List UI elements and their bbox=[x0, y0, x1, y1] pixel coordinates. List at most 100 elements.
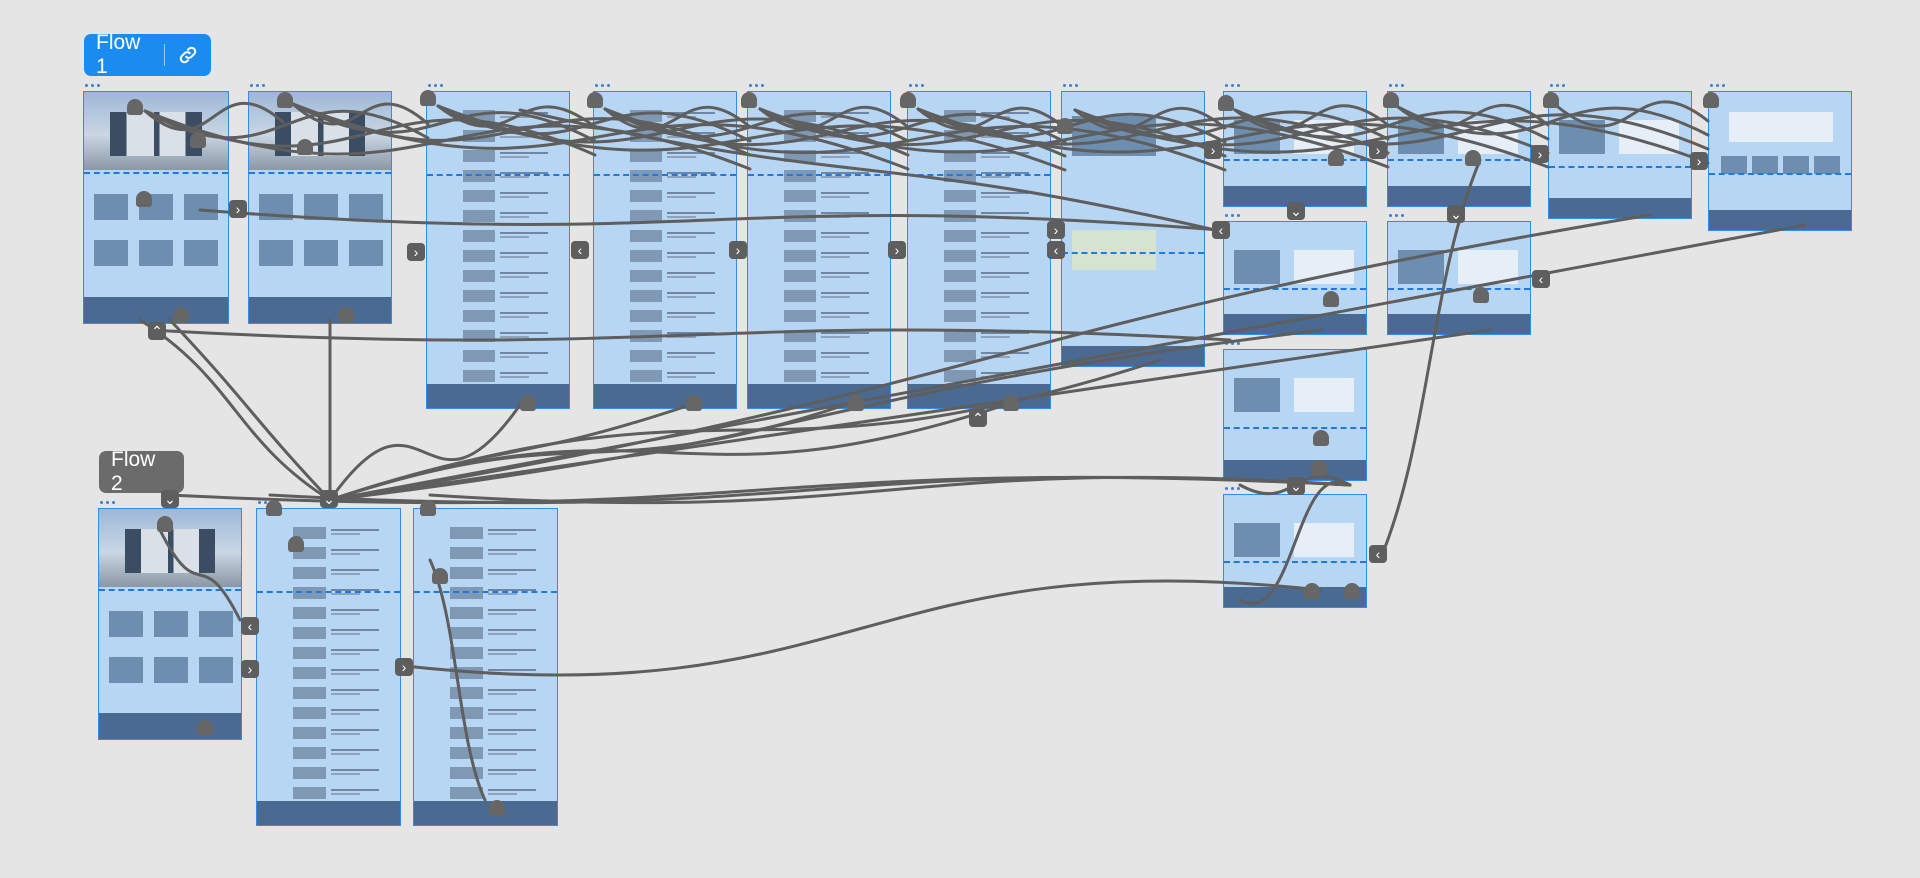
connector-endpoint[interactable] bbox=[277, 92, 293, 108]
connector-handle-icon[interactable]: › bbox=[241, 660, 259, 678]
listing-row[interactable] bbox=[423, 547, 549, 559]
frame-menu-dots[interactable] bbox=[909, 84, 924, 88]
connector-handle-icon[interactable]: ⌄ bbox=[1287, 202, 1305, 220]
listing-row[interactable] bbox=[423, 687, 549, 699]
flow-2-label[interactable]: Flow 2 bbox=[99, 448, 184, 495]
connector-handle-icon[interactable]: › bbox=[1204, 141, 1222, 159]
connector-endpoint[interactable] bbox=[1323, 291, 1339, 307]
property-tile[interactable] bbox=[259, 194, 293, 220]
property-tile[interactable] bbox=[94, 194, 128, 220]
listing-row[interactable] bbox=[266, 707, 392, 719]
listing-row[interactable] bbox=[917, 190, 1042, 202]
connector-endpoint[interactable] bbox=[1543, 92, 1559, 108]
listing-row[interactable] bbox=[603, 310, 728, 322]
listing-row[interactable] bbox=[603, 290, 728, 302]
listing-row[interactable] bbox=[436, 310, 561, 322]
frame-menu-dots[interactable] bbox=[100, 501, 115, 505]
connector-endpoint[interactable] bbox=[489, 800, 505, 816]
listing-row[interactable] bbox=[757, 250, 882, 262]
property-tile[interactable] bbox=[349, 240, 383, 266]
frame-menu-dots[interactable] bbox=[1710, 84, 1725, 88]
connector-endpoint[interactable] bbox=[1218, 95, 1234, 111]
suggestion-tile[interactable] bbox=[1814, 156, 1840, 174]
property-tile[interactable] bbox=[304, 240, 338, 266]
listing-row[interactable] bbox=[757, 270, 882, 282]
listing-row[interactable] bbox=[436, 270, 561, 282]
connector-handle-icon[interactable]: ‹ bbox=[241, 617, 259, 635]
map-panel[interactable] bbox=[1072, 230, 1156, 270]
connector-endpoint[interactable] bbox=[190, 132, 206, 148]
connector-line[interactable] bbox=[268, 475, 1352, 505]
connector-endpoint[interactable] bbox=[136, 191, 152, 207]
connector-handle-icon[interactable]: ‹ bbox=[571, 241, 589, 259]
frame-f1-booking-1[interactable] bbox=[1223, 91, 1367, 207]
listing-row[interactable] bbox=[917, 170, 1042, 182]
listing-row[interactable] bbox=[757, 350, 882, 362]
connector-handle-icon[interactable]: › bbox=[407, 243, 425, 261]
frame-menu-dots[interactable] bbox=[1225, 487, 1240, 491]
listing-row[interactable] bbox=[917, 310, 1042, 322]
frame-f1-confirm[interactable] bbox=[1708, 91, 1852, 231]
connector-handle-icon[interactable]: › bbox=[729, 241, 747, 259]
listing-row[interactable] bbox=[917, 350, 1042, 362]
connector-endpoint[interactable] bbox=[1473, 287, 1489, 303]
connector-endpoint[interactable] bbox=[1328, 150, 1344, 166]
frame-menu-dots[interactable] bbox=[1225, 84, 1240, 88]
listing-row[interactable] bbox=[423, 727, 549, 739]
connector-endpoint[interactable] bbox=[520, 395, 536, 411]
listing-row[interactable] bbox=[423, 647, 549, 659]
listing-row[interactable] bbox=[436, 170, 561, 182]
listing-row[interactable] bbox=[603, 110, 728, 122]
listing-row[interactable] bbox=[603, 210, 728, 222]
listing-row[interactable] bbox=[603, 350, 728, 362]
connector-endpoint[interactable] bbox=[1703, 92, 1719, 108]
connector-handle-icon[interactable]: ⌄ bbox=[320, 490, 338, 508]
property-tile[interactable] bbox=[109, 611, 143, 637]
property-tile[interactable] bbox=[94, 240, 128, 266]
frame-menu-dots[interactable] bbox=[250, 84, 265, 88]
connector-line[interactable] bbox=[168, 318, 332, 502]
listing-row[interactable] bbox=[266, 687, 392, 699]
connector-endpoint[interactable] bbox=[686, 395, 702, 411]
frame-f1-list-3[interactable] bbox=[747, 91, 891, 409]
listing-row[interactable] bbox=[603, 150, 728, 162]
listing-row[interactable] bbox=[603, 190, 728, 202]
frame-menu-dots[interactable] bbox=[1389, 84, 1404, 88]
listing-row[interactable] bbox=[436, 190, 561, 202]
listing-row[interactable] bbox=[423, 707, 549, 719]
frame-f1-list-4[interactable] bbox=[907, 91, 1051, 409]
connector-endpoint[interactable] bbox=[900, 92, 916, 108]
listing-row[interactable] bbox=[603, 130, 728, 142]
booking-calendar[interactable] bbox=[1619, 120, 1679, 154]
listing-row[interactable] bbox=[603, 230, 728, 242]
frame-f2-list-2[interactable] bbox=[413, 508, 558, 826]
frame-f1-booking-4[interactable] bbox=[1223, 221, 1367, 335]
listing-row[interactable] bbox=[266, 527, 392, 539]
listing-row[interactable] bbox=[266, 667, 392, 679]
listing-row[interactable] bbox=[423, 607, 549, 619]
frame-menu-dots[interactable] bbox=[85, 84, 100, 88]
connector-handle-icon[interactable]: ⌄ bbox=[161, 490, 179, 508]
connector-line[interactable] bbox=[328, 403, 847, 502]
booking-calendar[interactable] bbox=[1294, 523, 1354, 557]
listing-row[interactable] bbox=[423, 587, 549, 599]
booking-calendar[interactable] bbox=[1458, 250, 1518, 284]
listing-row[interactable] bbox=[917, 270, 1042, 282]
connector-endpoint[interactable] bbox=[1304, 583, 1320, 599]
connector-endpoint[interactable] bbox=[266, 500, 282, 516]
property-tile[interactable] bbox=[304, 194, 338, 220]
listing-row[interactable] bbox=[436, 370, 561, 382]
listing-row[interactable] bbox=[603, 170, 728, 182]
listing-row[interactable] bbox=[266, 567, 392, 579]
connector-handle-icon[interactable]: ⌄ bbox=[1287, 477, 1305, 495]
listing-row[interactable] bbox=[266, 627, 392, 639]
frame-f2-home[interactable] bbox=[98, 508, 242, 740]
listing-row[interactable] bbox=[917, 150, 1042, 162]
booking-calendar[interactable] bbox=[1294, 250, 1354, 284]
listing-row[interactable] bbox=[757, 210, 882, 222]
listing-row[interactable] bbox=[266, 747, 392, 759]
property-tile[interactable] bbox=[109, 657, 143, 683]
listing-row[interactable] bbox=[266, 607, 392, 619]
listing-row[interactable] bbox=[917, 370, 1042, 382]
listing-row[interactable] bbox=[423, 527, 549, 539]
